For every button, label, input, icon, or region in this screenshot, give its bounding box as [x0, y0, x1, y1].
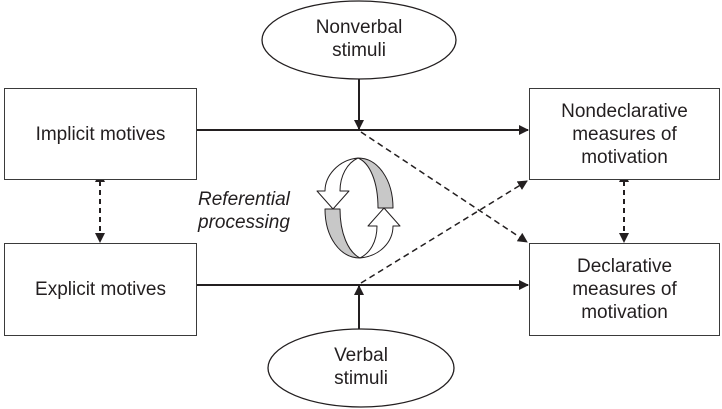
declarative-measures-box: Declarative measures of motivation — [529, 243, 720, 336]
implicit-motives-box: Implicit motives — [4, 88, 197, 180]
nondeclarative-measures-label: Nondeclarative measures of motivation — [561, 100, 688, 168]
verbal-to-nondeclarative-dashed-arrow — [360, 180, 528, 284]
verbal-stimuli-ellipse — [267, 328, 455, 408]
cycle-down-arrow — [316, 157, 359, 210]
implicit-motives-label: Implicit motives — [35, 123, 166, 145]
cycle-upper-band — [357, 157, 394, 209]
cycle-up-arrow — [359, 207, 401, 259]
explicit-motives-box: Explicit motives — [4, 243, 197, 336]
nonverbal-stimuli-label: Nonverbal stimuli — [315, 17, 403, 61]
nondeclarative-measures-box: Nondeclarative measures of motivation — [529, 88, 720, 180]
nonverbal-to-declarative-dashed-arrow — [360, 131, 528, 243]
verbal-stimuli-label: Verbal stimuli — [334, 345, 388, 389]
cycle-lower-band — [324, 208, 361, 259]
referential-processing-label: Referential processing — [198, 189, 290, 233]
declarative-measures-label: Declarative measures of motivation — [572, 256, 677, 323]
cycle-icon — [316, 157, 401, 259]
explicit-motives-label: Explicit motives — [35, 279, 166, 300]
